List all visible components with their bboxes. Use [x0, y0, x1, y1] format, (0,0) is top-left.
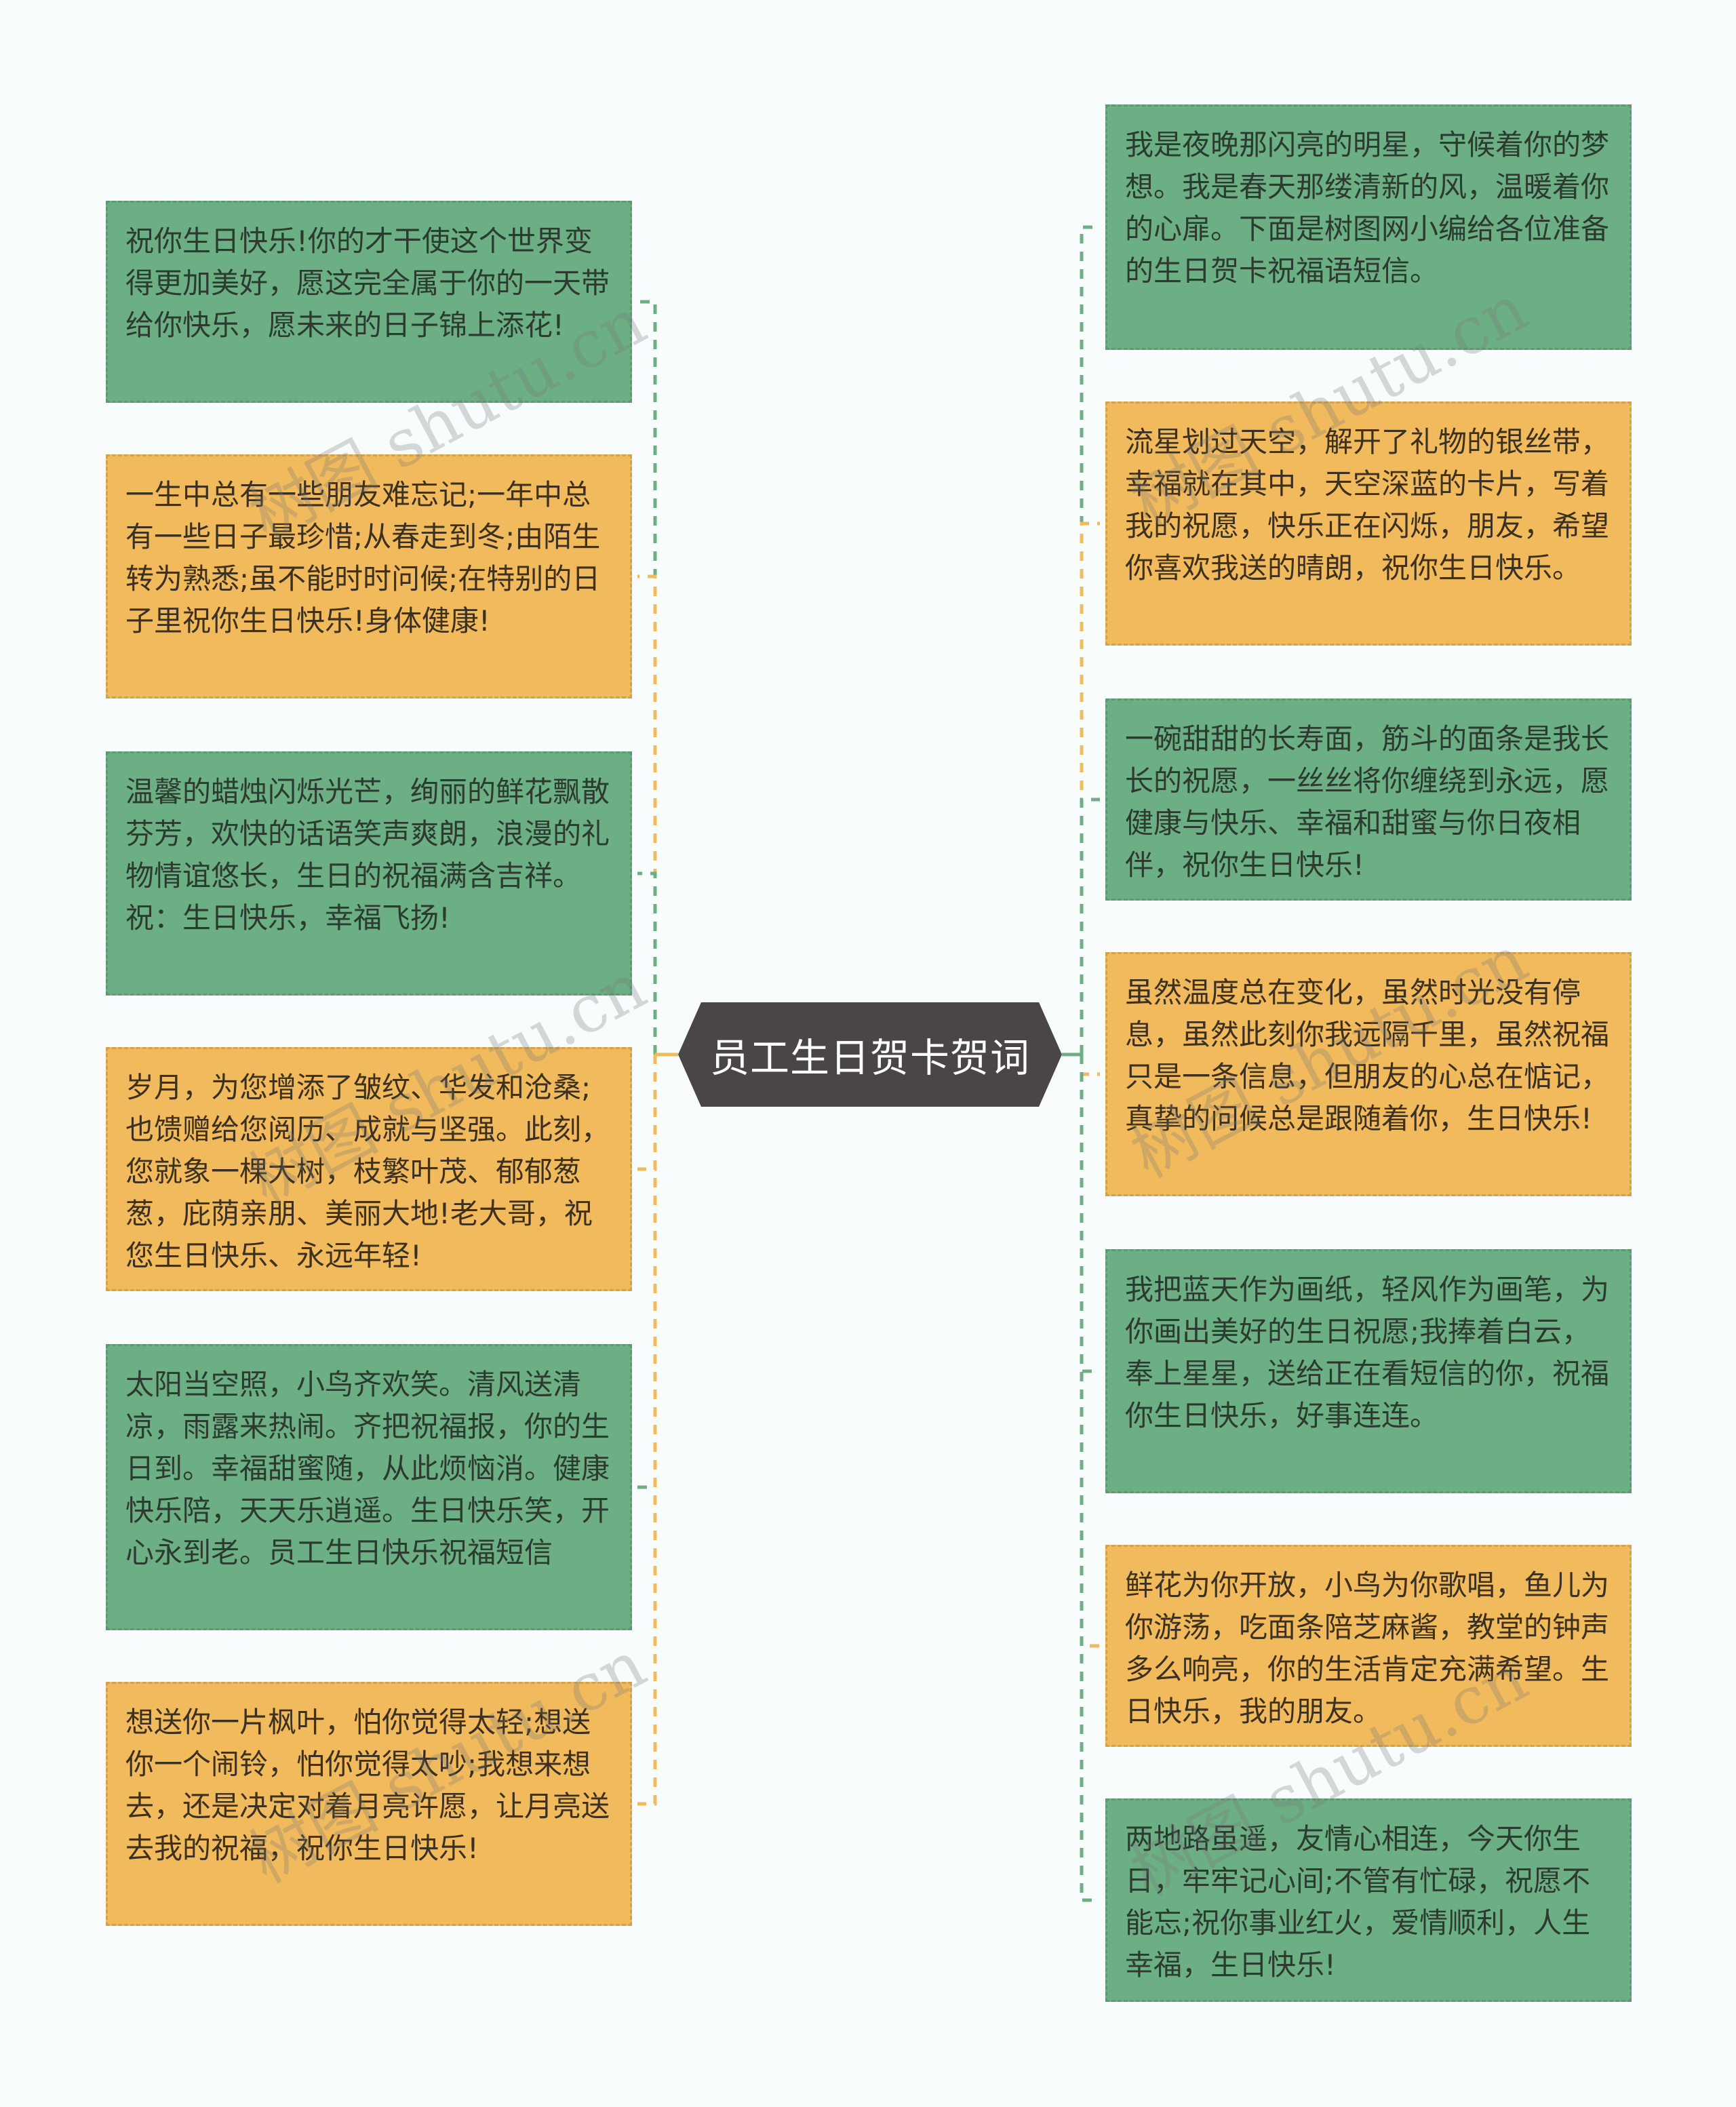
topic-node-right-7[interactable]: 两地路虽遥，友情心相连，今天你生日，牢牢记心间;不管有忙碌，祝愿不能忘;祝你事业…	[1105, 1798, 1632, 2002]
topic-node-left-6[interactable]: 想送你一片枫叶，怕你觉得太轻;想送你一个闹铃，怕你觉得太吵;我想来想去，还是决定…	[106, 1682, 632, 1926]
link-right-7	[1080, 1055, 1100, 1902]
topic-node-right-6[interactable]: 鲜花为你开放，小鸟为你歌唱，鱼儿为你游荡，吃面条陪芝麻酱，教堂的钟声多么响亮，你…	[1105, 1545, 1632, 1747]
link-left-5	[637, 1055, 657, 1489]
topic-node-left-4[interactable]: 岁月，为您增添了皱纹、华发和沧桑;也馈赠给您阅历、成就与坚强。此刻，您就象一棵大…	[106, 1047, 632, 1291]
link-left-1	[637, 300, 657, 1055]
link-right-1	[1080, 225, 1100, 1055]
topic-node-right-2[interactable]: 流星划过天空，解开了礼物的银丝带，幸福就在其中，天空深蓝的卡片，写着我的祝愿，快…	[1105, 401, 1632, 646]
link-right-2	[1080, 521, 1100, 1055]
topic-node-right-5[interactable]: 我把蓝天作为画纸，轻风作为画笔，为你画出美好的生日祝愿;我捧着白云，奉上星星，送…	[1105, 1249, 1632, 1493]
link-right-6	[1080, 1055, 1100, 1648]
topic-node-left-2[interactable]: 一生中总有一些朋友难忘记;一年中总有一些日子最珍惜;从春走到冬;由陌生转为熟悉;…	[106, 454, 632, 698]
topic-node-right-1[interactable]: 我是夜晚那闪亮的明星，守候着你的梦想。我是春天那缕清新的风，温暖着你的心扉。下面…	[1105, 104, 1632, 350]
central-topic-node[interactable]: 员工生日贺卡贺词	[678, 1002, 1062, 1107]
topic-node-left-1[interactable]: 祝你生日快乐!你的才干使这个世界变得更加美好，愿这完全属于你的一天带给你快乐，愿…	[106, 201, 632, 403]
link-right-4	[1080, 1055, 1100, 1076]
topic-node-left-3[interactable]: 温馨的蜡烛闪烁光芒，绚丽的鲜花飘散芬芳，欢快的话语笑声爽朗，浪漫的礼物情谊悠长，…	[106, 751, 632, 996]
link-left-6	[637, 1055, 657, 1806]
link-left-2	[637, 574, 657, 1055]
topic-node-right-3[interactable]: 一碗甜甜的长寿面，筋斗的面条是我长长的祝愿，一丝丝将你缠绕到永远，愿健康与快乐、…	[1105, 698, 1632, 901]
link-left-4	[637, 1055, 657, 1171]
topic-node-left-5[interactable]: 太阳当空照，小鸟齐欢笑。清风送清凉，雨露来热闹。齐把祝福报，你的生日到。幸福甜蜜…	[106, 1344, 632, 1630]
link-right-5	[1080, 1055, 1100, 1373]
link-right-3	[1080, 797, 1100, 1055]
topic-node-right-4[interactable]: 虽然温度总在变化，虽然时光没有停息，虽然此刻你我远隔千里，虽然祝福只是一条信息，…	[1105, 952, 1632, 1196]
link-left-3	[637, 871, 657, 1055]
central-topic-title: 员工生日贺卡贺词	[709, 1035, 1030, 1081]
